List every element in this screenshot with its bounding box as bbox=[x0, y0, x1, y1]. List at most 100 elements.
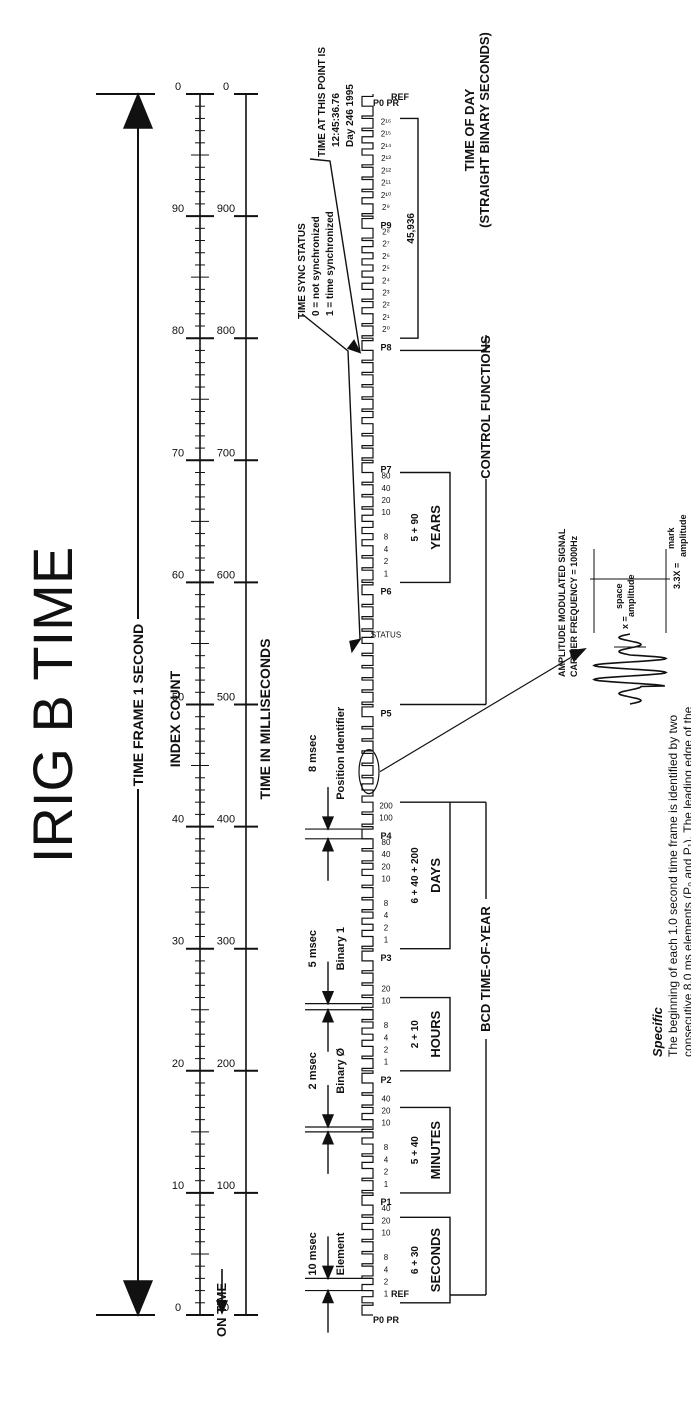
bit-weight-label: 200 bbox=[379, 801, 393, 810]
position-marker-label: P7 bbox=[380, 465, 391, 475]
bit-weight-label: 4 bbox=[384, 1033, 389, 1042]
bit-weight-label: 20 bbox=[382, 1216, 391, 1225]
bit-weight-label: 8 bbox=[384, 1253, 389, 1262]
bit-weight-label: 8 bbox=[384, 1021, 389, 1030]
ref-label-start: REF bbox=[391, 1289, 410, 1299]
time-of-day-label: TIME OF DAY bbox=[462, 88, 477, 171]
bit-weight-label: 20 bbox=[382, 984, 391, 993]
position-marker-label: P0 PR bbox=[373, 1315, 400, 1325]
am-space-2: amplitude bbox=[626, 574, 636, 617]
bit-weight-label: 4 bbox=[384, 1265, 389, 1274]
bit-weight-label: 2 bbox=[384, 923, 389, 932]
dimension-arrow-head bbox=[321, 1288, 335, 1304]
bit-weight-label: 2⁶ bbox=[382, 252, 390, 261]
frame-arrow-left-head bbox=[122, 1280, 154, 1317]
am-mark-2: amplitude bbox=[678, 514, 688, 557]
bit-weight-label: 80 bbox=[382, 472, 391, 481]
ms-tick-label: 200 bbox=[217, 1058, 235, 1070]
ms-tick-label: 600 bbox=[217, 569, 235, 581]
bit-weight-label: 1 bbox=[384, 936, 389, 945]
on-time-arrow-head bbox=[215, 1300, 229, 1315]
irig-pulse-train bbox=[361, 94, 374, 1316]
sbs-value: 45,936 bbox=[406, 213, 417, 244]
bit-weight-label: 2¹⁶ bbox=[381, 118, 391, 127]
group-bracket bbox=[400, 471, 451, 584]
element-width-label: 2 msec bbox=[307, 1052, 319, 1089]
group-bracket bbox=[400, 1106, 451, 1194]
bit-weight-label: 2 bbox=[384, 557, 389, 566]
element-width-label: 8 msec bbox=[307, 735, 319, 772]
position-marker-label: P3 bbox=[380, 953, 391, 963]
am-mark-x: 3.3X = bbox=[672, 563, 682, 589]
dimension-arrow-head bbox=[321, 1265, 335, 1281]
bit-weight-label: 10 bbox=[382, 875, 391, 884]
bit-weight-label: 8 bbox=[384, 533, 389, 542]
index-tick-label: 40 bbox=[172, 814, 184, 826]
status-bit-label: STATUS bbox=[371, 630, 401, 639]
bit-weight-label: 40 bbox=[382, 484, 391, 493]
bit-weight-label: 10 bbox=[382, 997, 391, 1006]
bit-weight-label: 2 bbox=[384, 1045, 389, 1054]
ref-label-end: REF bbox=[391, 92, 410, 102]
dimension-arrow-head bbox=[321, 816, 335, 831]
time-point-line2: 12:45:36.76 bbox=[331, 93, 342, 147]
time-point-line3: Day 246 1995 bbox=[345, 84, 356, 147]
group-value: 6 + 40 + 200 bbox=[410, 847, 421, 904]
group-value: 5 + 40 bbox=[410, 1136, 421, 1165]
index-tick-label: 0 bbox=[175, 1302, 181, 1314]
element-desc-label: Position Identifier bbox=[335, 706, 347, 800]
bit-weight-label: 100 bbox=[379, 813, 393, 822]
bit-weight-label: 2⁰ bbox=[382, 325, 390, 334]
bit-weight-label: 10 bbox=[382, 1119, 391, 1128]
dimension-arrow-head bbox=[321, 1130, 335, 1145]
bit-weight-label: 2⁷ bbox=[382, 240, 389, 249]
group-bracket bbox=[400, 996, 451, 1072]
specific-line-1: The beginning of each 1.0 second time fr… bbox=[666, 714, 680, 1057]
ms-tick-label: 500 bbox=[217, 692, 235, 704]
bit-weight-label: 2¹⁴ bbox=[381, 142, 392, 151]
index-tick-label: 80 bbox=[172, 325, 184, 337]
bit-weight-label: 2¹ bbox=[382, 313, 389, 322]
position-marker-label: P4 bbox=[380, 831, 391, 841]
bit-weight-label: 40 bbox=[382, 1204, 391, 1213]
group-name: MINUTES bbox=[428, 1121, 443, 1180]
element-width-label: 5 msec bbox=[307, 930, 319, 967]
index-tick-label: 0 bbox=[175, 81, 181, 93]
time-point-arrow-head bbox=[346, 339, 362, 354]
specific-line-2: consecutive 8.0 ms elements (P₀ and P₁).… bbox=[681, 706, 691, 1057]
bit-weight-label: 2⁴ bbox=[382, 276, 390, 285]
bit-weight-label: 2¹³ bbox=[381, 154, 391, 163]
index-count-label: INDEX COUNT bbox=[167, 670, 183, 767]
main-title: IRIG B TIME bbox=[21, 547, 84, 863]
time-frame-label: TIME FRAME 1 SECOND bbox=[130, 624, 146, 787]
bit-weight-label: 2² bbox=[382, 301, 389, 310]
bit-weight-label: 4 bbox=[384, 1155, 389, 1164]
dimension-arrow-head bbox=[321, 1007, 335, 1023]
bit-weight-label: 1 bbox=[384, 1058, 389, 1067]
position-marker-label: P5 bbox=[380, 709, 391, 719]
group-bracket bbox=[400, 801, 451, 950]
sync-status-arrow-head bbox=[349, 638, 362, 654]
sync-status-line3: 1 = time synchronized bbox=[325, 211, 336, 316]
bit-weight-label: 10 bbox=[382, 1229, 391, 1238]
control-functions-label: CONTROL FUNCTIONS bbox=[478, 335, 493, 479]
bcd-time-of-year-label: BCD TIME-OF-YEAR bbox=[478, 906, 493, 1032]
bit-weight-label: 80 bbox=[382, 838, 391, 847]
am-title-1: AMPLITUDE MODULATED SIGNAL bbox=[557, 528, 567, 677]
ms-tick-label: 0 bbox=[223, 81, 229, 93]
time-point-arrow bbox=[309, 158, 361, 353]
group-value: 5 + 90 bbox=[410, 513, 421, 542]
element-desc-label: Element bbox=[335, 1232, 347, 1275]
bit-weight-label: 40 bbox=[382, 850, 391, 859]
index-tick-label: 50 bbox=[172, 692, 184, 704]
zoom-leader-line bbox=[379, 648, 586, 773]
position-marker-label: P0 PR bbox=[373, 98, 400, 108]
group-name: YEARS bbox=[428, 505, 443, 550]
group-name: DAYS bbox=[428, 858, 443, 893]
position-marker-label: P9 bbox=[380, 220, 391, 230]
ms-tick-label: 400 bbox=[217, 814, 235, 826]
time-ms-label: TIME IN MILLISECONDS bbox=[257, 639, 273, 800]
zoom-ellipse bbox=[358, 749, 380, 795]
am-waveform bbox=[592, 633, 668, 705]
element-desc-label: Binary Ø bbox=[335, 1047, 347, 1093]
